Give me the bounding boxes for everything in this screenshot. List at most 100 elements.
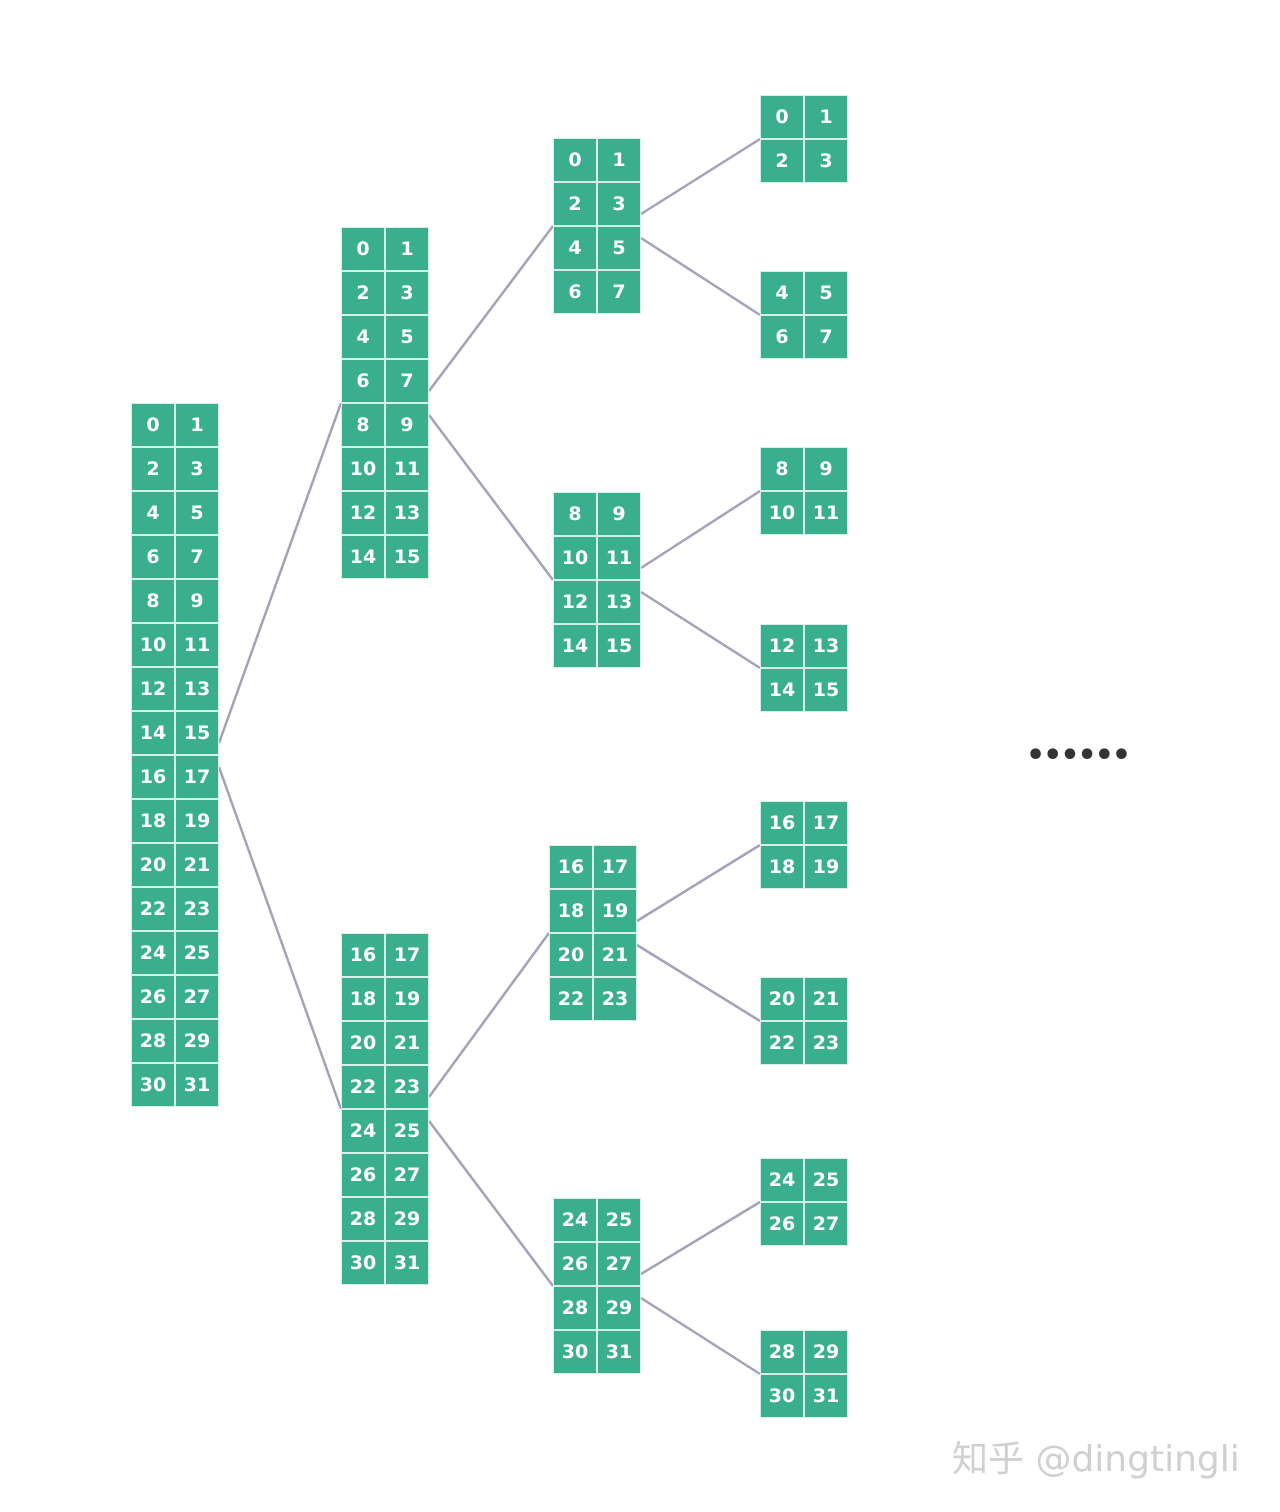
cell: 12 [553,580,597,624]
cell: 24 [131,931,175,975]
cell: 2 [341,271,385,315]
cell: 16 [341,933,385,977]
cell: 15 [597,624,641,668]
cell: 30 [553,1330,597,1374]
cell: 28 [341,1197,385,1241]
cell: 29 [804,1330,848,1374]
cell: 26 [131,975,175,1019]
cell: 1 [597,138,641,182]
cell: 31 [597,1330,641,1374]
cell: 31 [804,1374,848,1418]
cell: 6 [760,315,804,359]
edge-l2c-l3f [636,943,761,1023]
edge-l2d-l3g [640,1200,761,1276]
edge-l1a-l2a [428,225,554,392]
cell: 10 [131,623,175,667]
edge-l2c-l3e [636,843,761,923]
cell: 19 [385,977,429,1021]
cell: 14 [131,711,175,755]
cell: 7 [385,359,429,403]
cell: 10 [341,447,385,491]
edge-l0-l1b [217,766,343,1110]
cell: 2 [760,139,804,183]
cell: 13 [175,667,219,711]
cell: 23 [804,1021,848,1065]
cell: 8 [341,403,385,447]
cell: 0 [553,138,597,182]
cell: 21 [804,977,848,1021]
cell: 8 [553,492,597,536]
cell: 21 [385,1021,429,1065]
cell: 17 [385,933,429,977]
cell: 22 [760,1021,804,1065]
cell: 15 [175,711,219,755]
cell: 2 [131,447,175,491]
cell: 5 [385,315,429,359]
cell: 30 [760,1374,804,1418]
cell: 1 [175,403,219,447]
cell: 16 [131,755,175,799]
cell: 7 [597,270,641,314]
cell: 18 [760,845,804,889]
cell: 1 [804,95,848,139]
cell: 3 [175,447,219,491]
cell: 29 [175,1019,219,1063]
cell: 0 [341,227,385,271]
cell: 18 [341,977,385,1021]
cell: 26 [341,1153,385,1197]
cell: 4 [341,315,385,359]
cell: 4 [553,226,597,270]
cell: 23 [175,887,219,931]
cell: 11 [385,447,429,491]
cell: 29 [597,1286,641,1330]
cell: 3 [804,139,848,183]
cell: 5 [597,226,641,270]
cell: 11 [804,491,848,535]
cell: 26 [553,1242,597,1286]
cell: 10 [760,491,804,535]
cell: 21 [593,933,637,977]
cell: 5 [175,491,219,535]
cell: 5 [804,271,848,315]
cell: 17 [175,755,219,799]
edge-l2b-l3c [640,489,761,570]
cell: 22 [341,1065,385,1109]
cell: 15 [804,668,848,712]
cell: 1 [385,227,429,271]
continuation-dots: •••••• [1026,738,1131,773]
cell: 29 [385,1197,429,1241]
cell: 11 [597,536,641,580]
cell: 6 [341,359,385,403]
cell: 3 [597,182,641,226]
cell: 25 [175,931,219,975]
cell: 28 [553,1286,597,1330]
cell: 30 [341,1241,385,1285]
cell: 12 [341,491,385,535]
cell: 8 [760,447,804,491]
edge-l2b-l3d [640,590,761,670]
cell: 9 [804,447,848,491]
cell: 14 [760,668,804,712]
edge-l1a-l2b [428,414,554,581]
cell: 24 [553,1198,597,1242]
cell: 12 [760,624,804,668]
cell: 11 [175,623,219,667]
cell: 0 [131,403,175,447]
cell: 31 [385,1241,429,1285]
cell: 7 [804,315,848,359]
cell: 28 [131,1019,175,1063]
cell: 12 [131,667,175,711]
cell: 17 [593,845,637,889]
cell: 30 [131,1063,175,1107]
cell: 25 [597,1198,641,1242]
edge-l2a-l3a [640,137,761,216]
